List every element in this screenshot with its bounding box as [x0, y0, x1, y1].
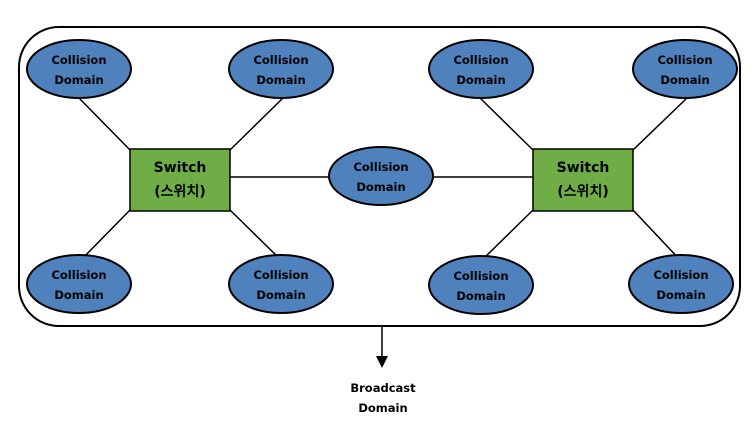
link-left-switch-top-right	[229, 97, 284, 151]
collision-domain-label: Collision	[453, 53, 508, 67]
collision-domain-center: Collision Domain	[328, 146, 434, 206]
collision-domain-label: Domain	[660, 73, 709, 87]
switch-label: Switch	[557, 160, 610, 176]
collision-domain-label: Domain	[54, 288, 103, 302]
switch-right: Switch (스위치)	[532, 148, 634, 212]
broadcast-domain-label: Domain	[358, 401, 407, 415]
broadcast-domain-label: Broadcast	[350, 381, 416, 395]
collision-domain-label: Domain	[256, 288, 305, 302]
collision-domain-label: Collision	[657, 53, 712, 67]
collision-domain-top-left: Collision Domain	[26, 39, 132, 99]
collision-domain-bottom-mid-left: Collision Domain	[228, 254, 334, 314]
collision-domain-label: Domain	[54, 73, 103, 87]
collision-domain-top-right: Collision Domain	[632, 39, 738, 99]
collision-domain-top-mid-left: Collision Domain	[228, 39, 334, 99]
link-right-switch-bottom-left	[479, 209, 534, 263]
collision-domain-label: Collision	[51, 268, 106, 282]
link-right-switch-top-right	[632, 97, 688, 151]
collision-domain-label: Collision	[253, 268, 308, 282]
switch-label: Switch	[154, 160, 207, 176]
switch-label: (스위치)	[557, 184, 608, 200]
collision-domain-label: Domain	[456, 289, 505, 303]
collision-domain-label: Collision	[353, 160, 408, 174]
connection-lines	[78, 97, 688, 263]
link-right-switch-bottom-right	[632, 209, 683, 263]
collision-domain-top-mid-right: Collision Domain	[428, 39, 534, 99]
broadcast-arrow	[376, 326, 388, 368]
collision-domain-label: Domain	[356, 180, 405, 194]
collision-domain-label: Collision	[253, 53, 308, 67]
collision-domain-label: Collision	[453, 269, 508, 283]
collision-domain-bottom-right: Collision Domain	[628, 254, 734, 314]
collision-domain-label: Domain	[256, 73, 305, 87]
broadcast-domain-boundary	[18, 26, 741, 327]
collision-domain-label: Collision	[51, 53, 106, 67]
link-right-switch-top-left	[479, 97, 534, 151]
link-left-switch-bottom-right	[229, 209, 284, 263]
collision-domain-label: Collision	[653, 268, 708, 282]
link-left-switch-top-left	[78, 97, 131, 151]
link-left-switch-bottom-left	[78, 209, 131, 263]
collision-domain-label: Domain	[656, 288, 705, 302]
collision-domain-bottom-mid-right: Collision Domain	[428, 255, 534, 315]
switch-label: (스위치)	[154, 184, 205, 200]
collision-domain-label: Domain	[456, 73, 505, 87]
collision-domain-bottom-left: Collision Domain	[26, 254, 132, 314]
switch-left: Switch (스위치)	[129, 148, 231, 212]
